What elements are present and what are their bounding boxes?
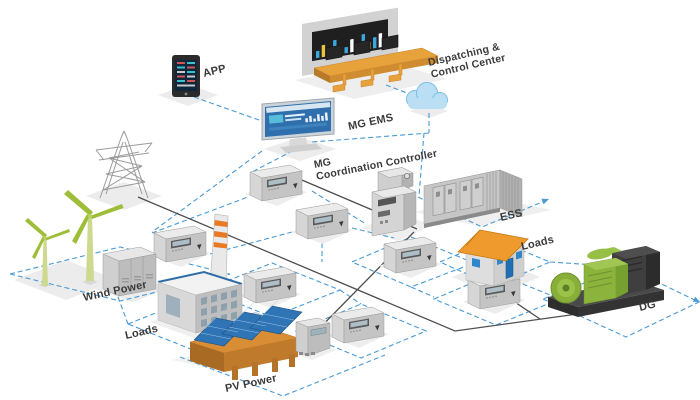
wind-converter-cabinet	[102, 246, 157, 297]
factory-load	[157, 213, 264, 334]
label-dg: DG	[638, 298, 657, 313]
label-ess: ESS	[499, 207, 524, 224]
mobile-app-phone	[172, 55, 200, 97]
pv-meter-box	[295, 317, 331, 357]
wind-turbines	[25, 190, 124, 288]
transmission-tower	[95, 130, 153, 199]
label-mg-ems: MG EMS	[347, 112, 394, 133]
mg-coordination-controller-unit	[244, 164, 308, 207]
cloud-icon	[406, 82, 448, 109]
dispatching-control-center	[302, 7, 439, 93]
local-controller	[378, 236, 442, 279]
label-loads-house: Loads	[520, 234, 555, 253]
comm-link-arrows	[541, 198, 700, 302]
house-load	[457, 229, 529, 287]
label-app: APP	[202, 63, 227, 80]
local-controller	[326, 306, 390, 349]
local-controller	[290, 202, 354, 245]
mg-ems-workstation	[261, 97, 335, 153]
label-loads-factory: Loads	[124, 323, 159, 342]
label-mgcc-line2: Coordination Controller	[315, 148, 438, 183]
pcs-cabinet	[371, 167, 417, 237]
ess-battery-container	[423, 169, 523, 228]
label-mgcc-line1: MG	[313, 156, 332, 171]
local-controller	[238, 266, 302, 309]
pv-solar-carport	[189, 294, 303, 380]
diesel-generator	[548, 246, 664, 317]
local-controller	[148, 225, 212, 268]
